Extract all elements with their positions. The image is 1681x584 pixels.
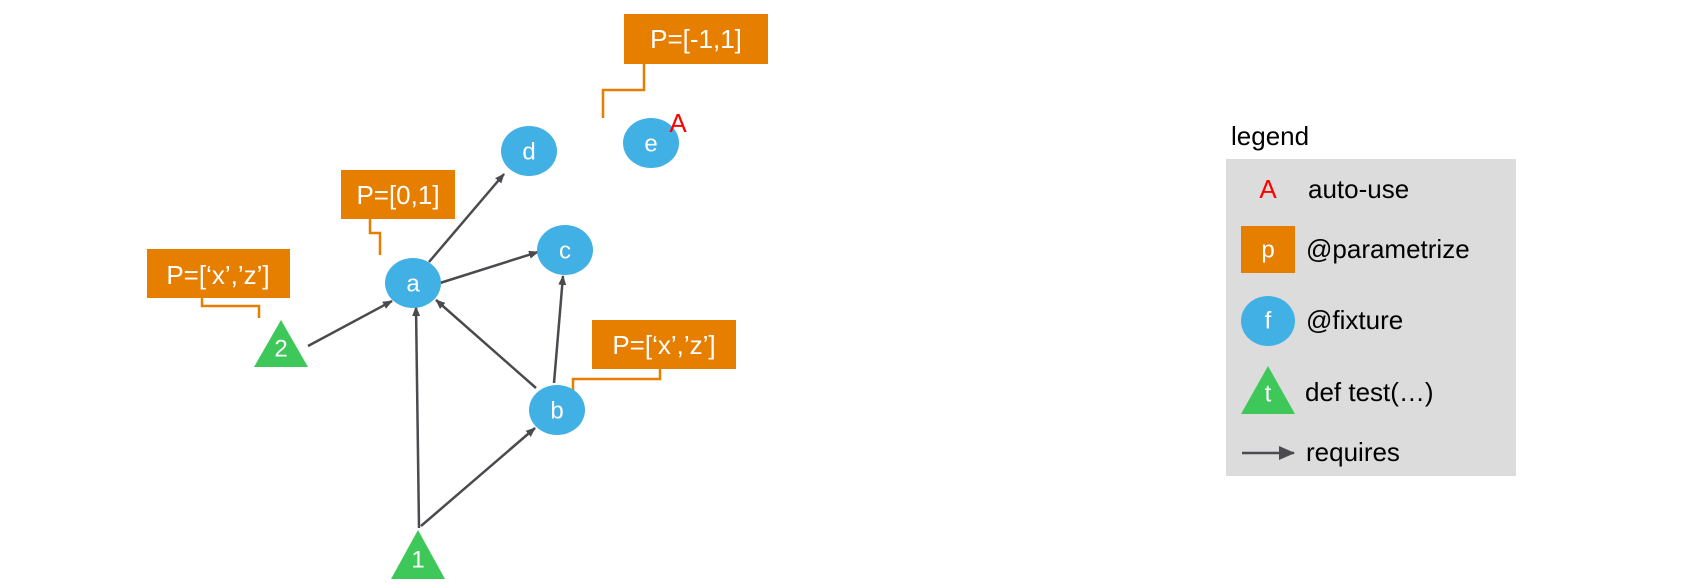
arrow-t2-to-a — [307, 299, 393, 348]
legend-autouse-label: auto-use — [1308, 174, 1409, 204]
fixture-label-b: b — [550, 398, 563, 425]
legend-test-label: def test(…) — [1305, 377, 1434, 407]
param-connector-a — [368, 214, 382, 255]
requires-arrows — [307, 173, 567, 529]
fixture-node-e[interactable]: e — [623, 118, 679, 168]
legend-requires-label: requires — [1306, 437, 1400, 467]
fixture-node-a[interactable]: a — [385, 258, 441, 308]
legend-fixture-symbol: f — [1265, 308, 1272, 335]
param-label-t2: P=[‘x’,’z’] — [166, 260, 269, 290]
arrow-t1-to-a — [412, 306, 421, 529]
legend-test-swatch — [1241, 366, 1295, 414]
fixture-label-c: c — [559, 238, 571, 265]
legend-title: legend — [1231, 121, 1309, 151]
arrow-b-to-a — [435, 299, 537, 389]
legend-fixture-label: @fixture — [1306, 305, 1403, 335]
param-box-a: P=[0,1] — [341, 170, 455, 219]
legend-parametrize-symbol: p — [1261, 237, 1274, 264]
legend-parametrize-swatch — [1241, 226, 1295, 273]
param-connector-b — [571, 363, 662, 393]
legend-parametrize-label: @parametrize — [1306, 234, 1470, 264]
legend-autouse-symbol: A — [1259, 174, 1277, 204]
arrow-a-to-c — [439, 250, 539, 285]
arrow-b-to-c — [552, 275, 567, 384]
param-box-t2: P=[‘x’,’z’] — [147, 249, 290, 298]
fixture-label-d: d — [522, 139, 535, 166]
fixture-node-d[interactable]: d — [501, 126, 557, 176]
fixture-node-c[interactable]: c — [537, 225, 593, 275]
param-connector-e — [601, 64, 646, 118]
param-box-e: P=[-1,1] — [624, 14, 768, 64]
param-label-a: P=[0,1] — [356, 180, 439, 210]
test-node-2[interactable]: 2 — [254, 320, 308, 367]
test-label-1: 1 — [411, 547, 424, 574]
test-node-1[interactable]: 1 — [391, 530, 445, 579]
arrow-t1-to-b — [420, 427, 536, 527]
arrow-a-to-d — [428, 173, 505, 263]
test-label-2: 2 — [274, 336, 287, 363]
param-label-b: P=[‘x’,’z’] — [612, 330, 715, 360]
fixture-node-b[interactable]: b — [529, 385, 585, 435]
param-label-e: P=[-1,1] — [650, 24, 742, 54]
fixture-label-e: e — [644, 131, 657, 158]
fixture-label-a: a — [406, 271, 420, 298]
legend-fixture-swatch — [1241, 296, 1295, 346]
autouse-marker-e: A — [669, 108, 687, 138]
legend: legend A auto-use p @parametrize f @fixt… — [1226, 121, 1516, 476]
legend-test-symbol: t — [1265, 381, 1272, 408]
param-box-b: P=[‘x’,’z’] — [592, 320, 736, 369]
